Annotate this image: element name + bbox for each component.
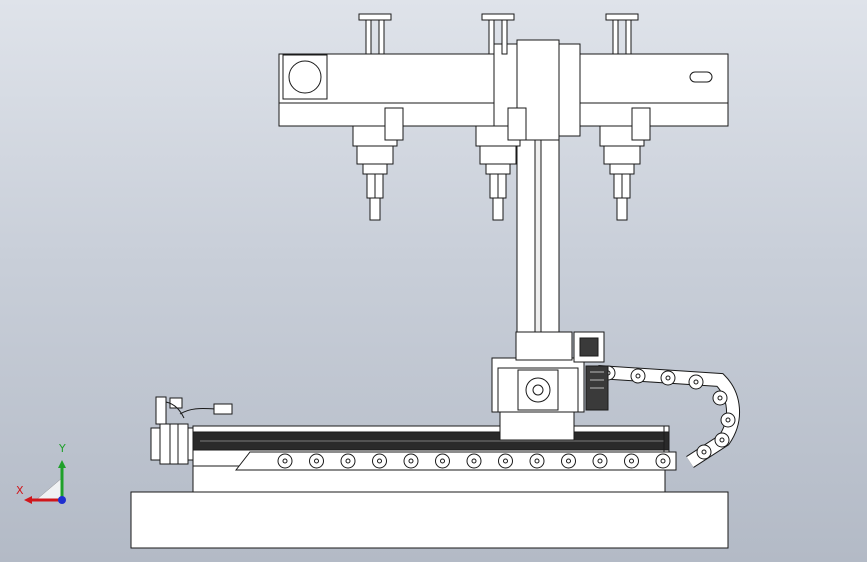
cable-chain-bottom[interactable] [234, 451, 677, 471]
chain-link [714, 432, 730, 448]
chain-link [624, 453, 639, 469]
x-axis-arrowhead [24, 496, 32, 504]
gripper-group [352, 13, 651, 221]
y-axis-label: Y [59, 442, 66, 455]
chain-link [720, 412, 736, 428]
chain-link [498, 453, 513, 469]
triad-plane-icon [35, 477, 63, 501]
y-axis-arrowhead [58, 460, 66, 468]
chain-link [372, 453, 387, 469]
chain-link [696, 444, 712, 460]
cable-chain-loop[interactable] [597, 365, 741, 468]
chain-link [688, 374, 704, 390]
gripper-2[interactable] [475, 13, 527, 221]
chain-link [340, 453, 356, 469]
chain-link [403, 453, 419, 469]
chain-link [529, 453, 545, 469]
z-axis-dot [58, 496, 66, 504]
x-axis-label: X [16, 484, 24, 497]
chain-link [655, 453, 671, 469]
chain-link [660, 370, 676, 386]
chain-link [435, 453, 450, 469]
chain-link [712, 390, 728, 406]
gripper-1[interactable] [352, 13, 404, 221]
gripper-3[interactable] [599, 13, 651, 221]
axis-triad: X Y [14, 440, 84, 510]
chain-link [309, 453, 324, 469]
chain-link [277, 453, 293, 469]
base-plate[interactable] [130, 491, 729, 549]
chain-link [466, 453, 482, 469]
servo-motor[interactable] [150, 396, 233, 465]
carriage[interactable] [491, 357, 609, 441]
chain-link [592, 453, 608, 469]
chain-link [561, 453, 576, 469]
chain-link [630, 368, 646, 384]
